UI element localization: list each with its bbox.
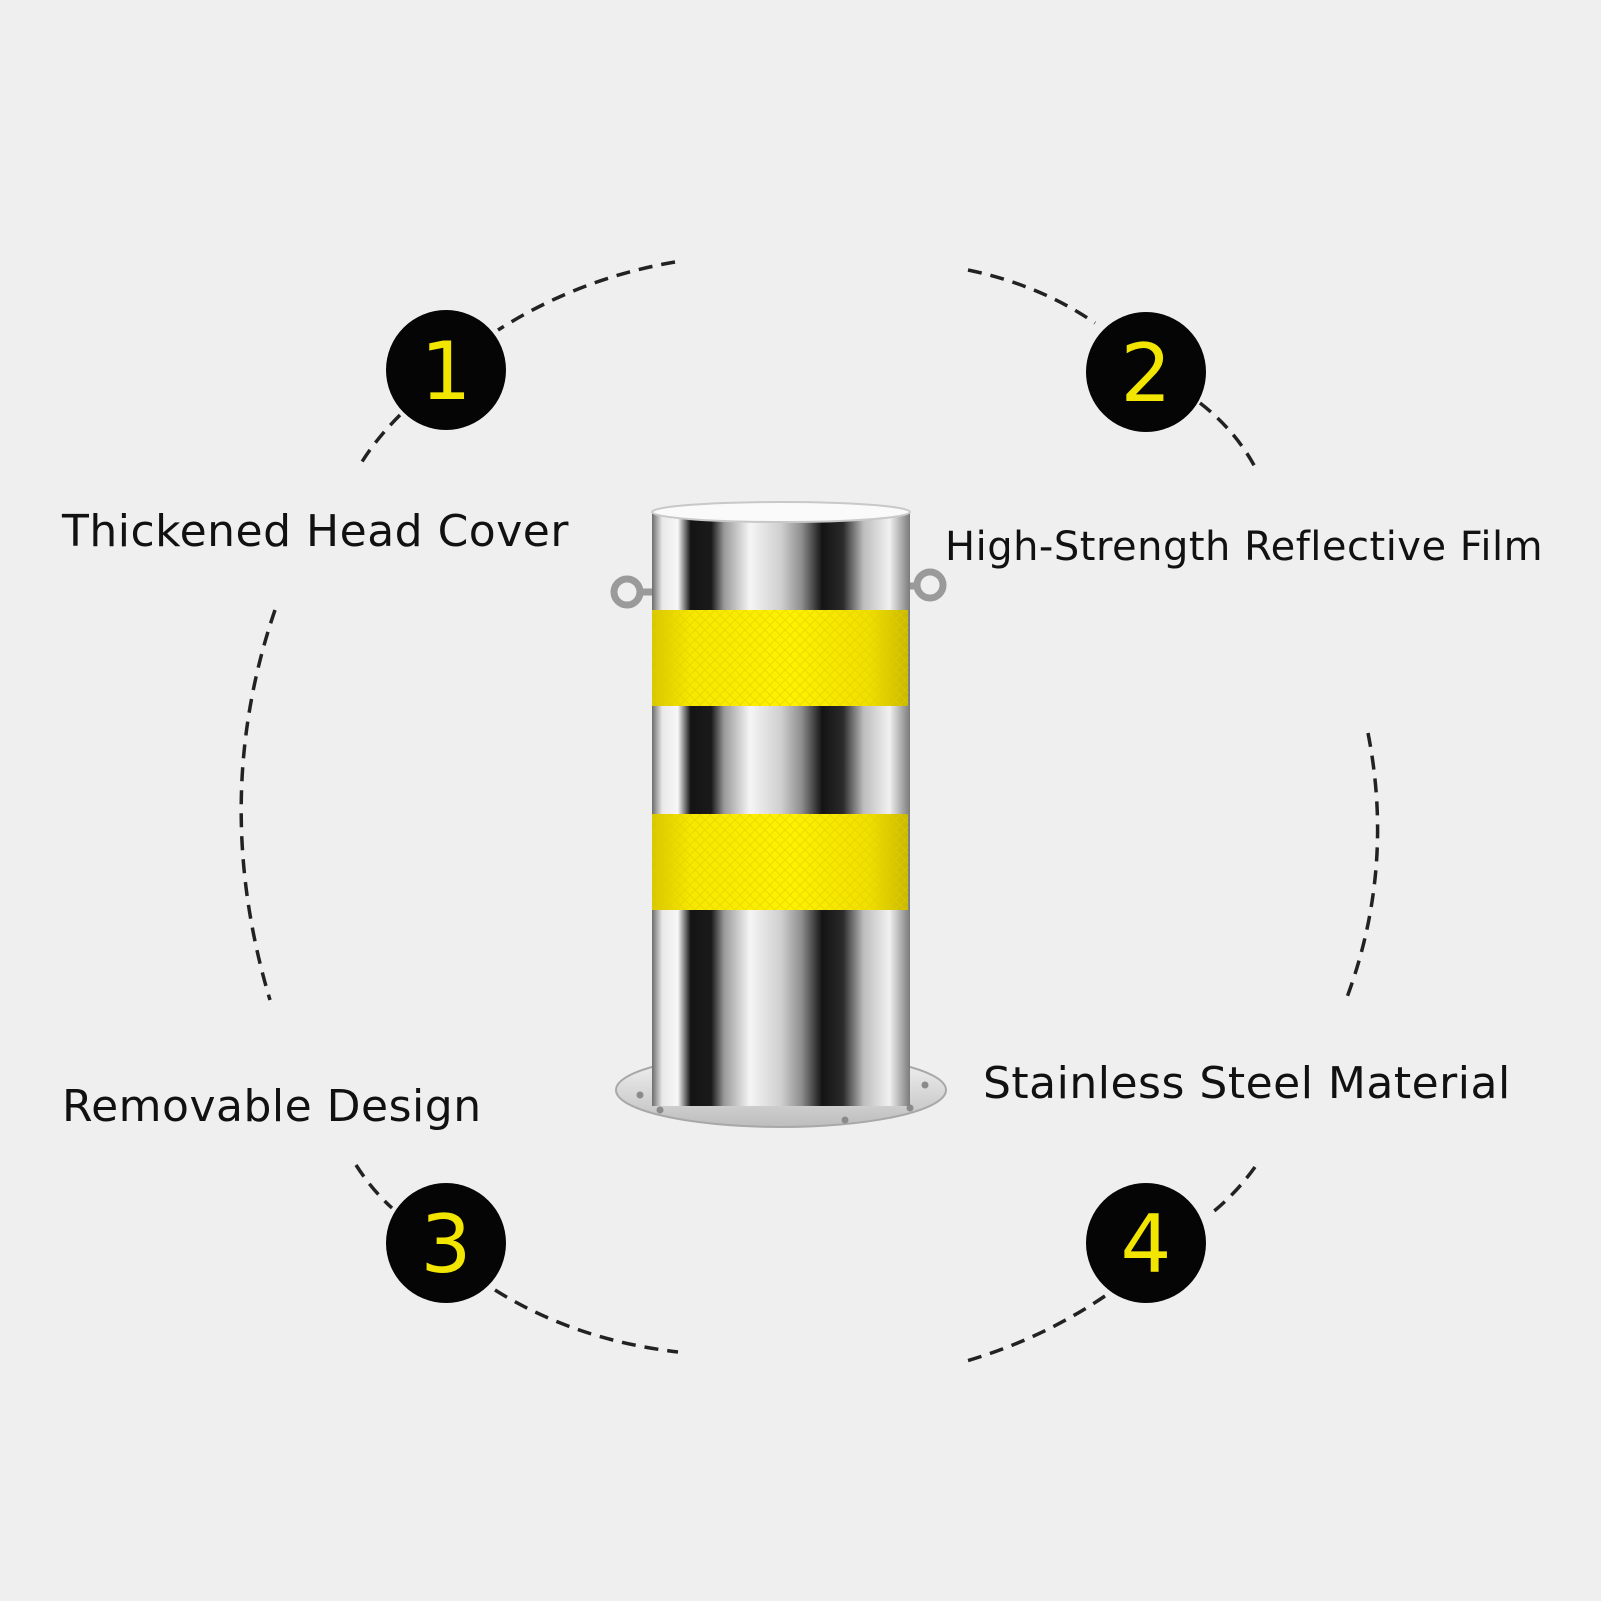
badge-number-2: 2 [1120, 327, 1172, 420]
reflective-band-upper [652, 610, 908, 706]
feature-label-4: Stainless Steel Material [983, 1058, 1511, 1109]
arc-upper-left [358, 413, 402, 466]
badge-4: 4 [1086, 1183, 1206, 1303]
flange-bolt-holes [636, 1081, 929, 1124]
arc-lower-right [1206, 1165, 1257, 1218]
reflective-band-lower [652, 814, 908, 910]
feature-label-1: Thickened Head Cover [62, 506, 569, 557]
bollard-body [652, 512, 910, 1106]
arc-right [1344, 732, 1380, 1001]
arc-top-right [967, 268, 1096, 325]
badge-number-3: 3 [420, 1198, 472, 1291]
arc-left [239, 609, 277, 1001]
dashed-arcs [239, 260, 1380, 1364]
arc-bottom-right [962, 1294, 1106, 1364]
badge-2: 2 [1086, 312, 1206, 432]
badge-number-4: 4 [1120, 1198, 1172, 1291]
arc-lower-left [354, 1164, 394, 1210]
arc-bottom-left [494, 1288, 679, 1354]
arc-upper-right [1198, 401, 1257, 468]
bollard-top-cap [651, 501, 911, 523]
feature-label-3: Removable Design [62, 1081, 482, 1132]
arc-top-left [497, 260, 676, 332]
badge-number-1: 1 [420, 325, 472, 418]
badge-3: 3 [386, 1183, 506, 1303]
feature-label-2: High-Strength Reflective Film [945, 524, 1544, 570]
badge-1: 1 [386, 310, 506, 430]
